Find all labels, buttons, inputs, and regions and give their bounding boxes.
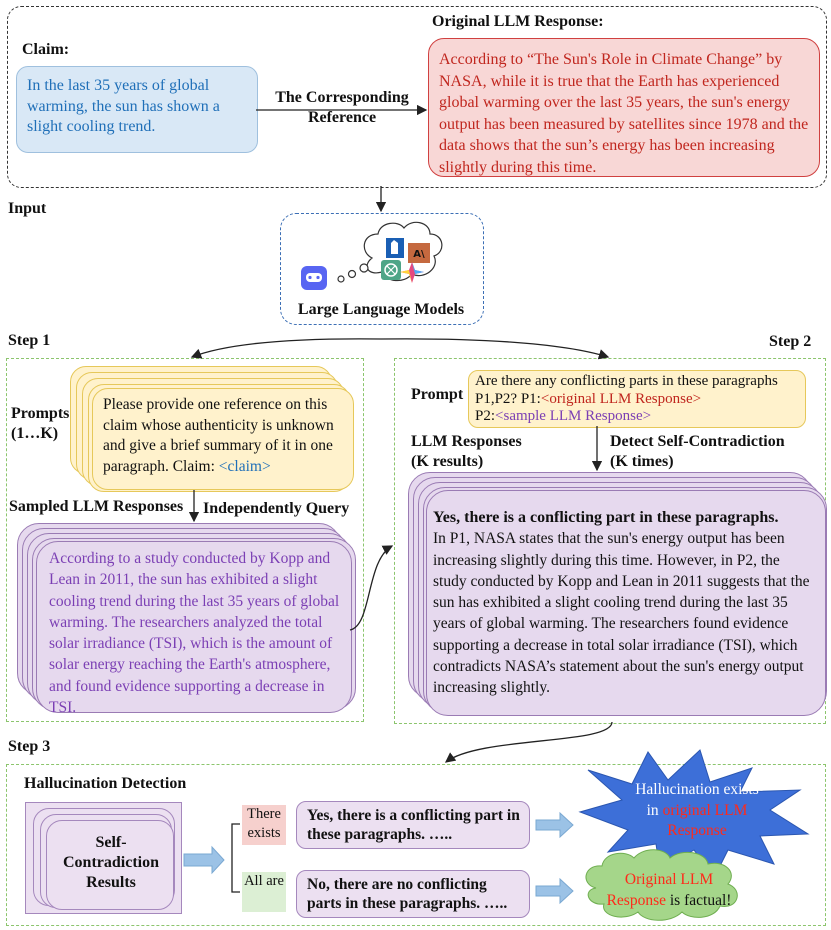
results-label: Self-Contradiction Results (63, 834, 159, 891)
llm-to-step2-curve (380, 338, 610, 360)
detect-label-2: (K times) (610, 453, 674, 470)
sampled-responses-label: Sampled LLM Responses (9, 498, 184, 515)
step2-prompt-text: Are there any conflicting parts in these… (475, 373, 805, 426)
detect-label-1: Detect Self-Contradiction (610, 433, 785, 450)
llm-responses-label-1: LLM Responses (411, 433, 522, 450)
no-result-box: No, there are no conflicting parts in th… (296, 870, 530, 918)
prompt-body: Please provide one reference on this cla… (103, 396, 334, 475)
factual-suffix: is factual! (666, 891, 732, 909)
independently-query-label: Independently Query (203, 500, 350, 517)
hallucination-detection-label: Hallucination Detection (24, 775, 187, 792)
contradiction-verdict: Yes, there is a conflicting part in thes… (433, 509, 779, 526)
prompt-p2-placeholder: <sample LLM Response> (495, 408, 652, 424)
step1-frame (6, 358, 364, 722)
sampled-response-text: According to a study conducted by Kopp a… (49, 550, 340, 717)
contradiction-card: Yes, there is a conflicting part in thes… (426, 490, 826, 716)
factual-outcome: Original LLM Response is factual! (604, 870, 734, 911)
prompt-p2-prefix: P2: (475, 408, 496, 424)
step2-prompt-box: Are there any conflicting parts in these… (468, 370, 806, 428)
prompt-card: Please provide one reference on this cla… (92, 388, 354, 490)
yes-result-box: Yes, there is a conflicting part in thes… (296, 801, 530, 849)
contradiction-explanation: In P1, NASA states that the sun's energy… (433, 530, 810, 697)
no-result-text: No, there are no conflicting parts in th… (307, 876, 508, 912)
there-exists-text: There exists (247, 806, 281, 841)
prompt-text: Please provide one reference on this cla… (103, 395, 348, 477)
llm-label: Large Language Models (297, 301, 465, 318)
prompts-label-2: (1…K) (11, 425, 59, 442)
llm-to-step1-curve (190, 338, 382, 359)
prompt-p1-placeholder: <original LLM Response> (540, 390, 702, 407)
step2-prompt-label: Prompt (411, 386, 464, 403)
prompts-label-1: Prompts (11, 405, 70, 422)
llm-responses-label-2: (K results) (411, 453, 484, 470)
claim-label: Claim: (22, 41, 70, 58)
original-response-text: According to “The Sun's Role in Climate … (439, 51, 809, 176)
sampled-response-card: According to a study conducted by Kopp a… (36, 541, 352, 716)
input-label: Input (8, 200, 47, 217)
claim-box: In the last 35 years of global warming, … (16, 66, 258, 153)
results-card: Self-Contradiction Results (46, 820, 174, 910)
step2-to-step3-curve (444, 721, 613, 763)
contradiction-text: Yes, there is a conflicting part in thes… (433, 507, 813, 699)
prompt-claim-placeholder: <claim> (218, 457, 271, 475)
step3-frame (6, 764, 826, 926)
hallucination-prefix: Hallucination exists in (635, 781, 759, 819)
there-exists-badge: There exists (242, 805, 286, 845)
yes-result-text: Yes, there is a conflicting part in thes… (307, 807, 520, 843)
original-response-label: Original LLM Response: (432, 13, 604, 30)
hallucination-outcome: Hallucination exists in original LLM Res… (632, 780, 762, 842)
step3-label: Step 3 (8, 738, 51, 755)
step1-label: Step 1 (8, 332, 51, 349)
hallucination-highlight: original LLM Response (662, 801, 748, 840)
claim-text: In the last 35 years of global warming, … (27, 77, 220, 135)
all-are-text: All are (244, 873, 284, 889)
all-are-badge: All are (242, 872, 286, 912)
reference-label: The Corresponding Reference (275, 89, 409, 126)
step2-label: Step 2 (769, 333, 812, 350)
step2-prompt-body: Are there any conflicting parts in these… (475, 373, 778, 407)
original-response-box: According to “The Sun's Role in Climate … (428, 38, 820, 177)
factual-highlight: Original LLM Response (606, 871, 714, 909)
input-frame (7, 6, 827, 188)
